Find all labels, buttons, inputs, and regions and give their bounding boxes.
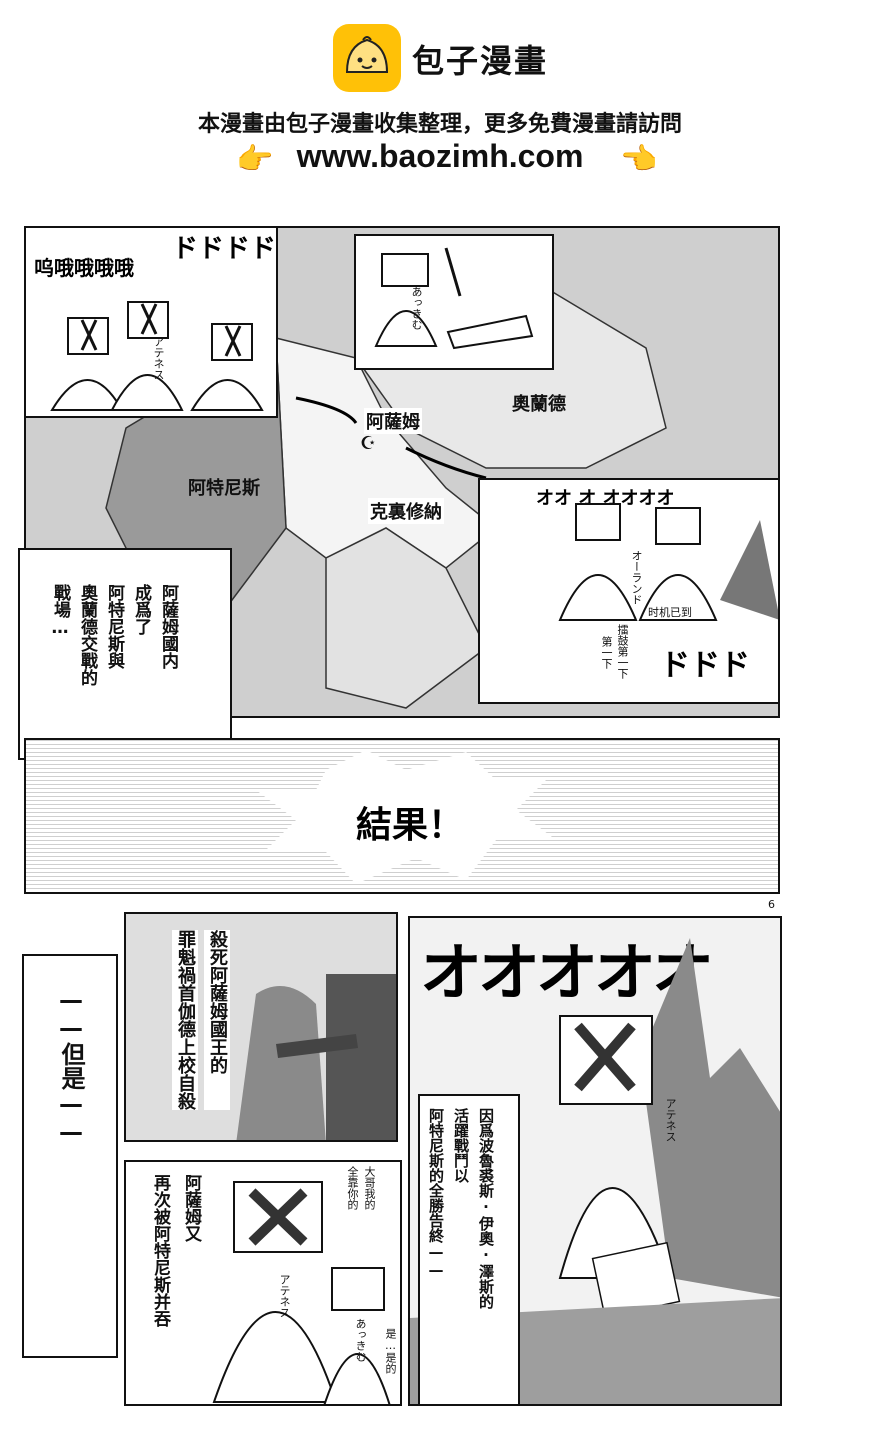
- victory-text: 因爲波魯裘斯·伊奧·澤斯的 活躍戰鬥以 阿特尼斯的全勝告終——: [426, 1108, 497, 1309]
- inset-br-timing: 时机已到: [648, 606, 692, 619]
- annex-line: 再次被阿特尼斯并吞: [150, 1174, 170, 1327]
- label-atenis: 阿特尼斯: [188, 478, 260, 499]
- logo-text[interactable]: 包子漫畫: [412, 42, 549, 80]
- sfx-dododo: ドドドド: [172, 234, 277, 264]
- narration-box-battlefield: 阿薩姆國内 成爲了 阿特尼斯與 奧蘭德交戰的 戰場…: [18, 548, 232, 760]
- inset-br-small1: 第一下: [600, 636, 613, 669]
- suicide-line: 罪魁禍首伽德上校自殺: [172, 930, 198, 1110]
- victory-line: 因爲波魯裘斯·伊奧·澤斯的: [477, 1108, 495, 1309]
- reply-line: 是…是的: [384, 1328, 397, 1374]
- inset-tl-name: アテネス: [152, 336, 165, 380]
- inset-assam-fallen: あっきむ: [354, 234, 554, 370]
- logo-icon[interactable]: [333, 24, 401, 92]
- bubble-line: 大哥我的: [363, 1166, 376, 1210]
- page-number: 6: [768, 898, 775, 911]
- site-notice: 本漫畫由包子漫畫收集整理，更多免費漫畫請訪問: [197, 112, 682, 137]
- victory-line: 阿特尼斯的全勝告終——: [427, 1108, 445, 1279]
- narration-victory: 因爲波魯裘斯·伊奧·澤斯的 活躍戰鬥以 阿特尼斯的全勝告終——: [418, 1094, 520, 1406]
- bubble-line: 全靠你的: [346, 1166, 359, 1210]
- pointing-hand-right-icon: 👉: [236, 142, 274, 177]
- panel-victory: オオオオオ アテネス: [408, 916, 782, 1406]
- sfx-oo: オオ オ オオオオ: [536, 488, 675, 509]
- panel-but: ——但是——: [22, 954, 118, 1358]
- inset-top-name: あっきむ: [410, 286, 423, 330]
- but-text: ——但是——: [57, 986, 85, 1146]
- suicide-text: 殺死阿薩姆國王的 罪魁禍首伽德上校自殺: [172, 930, 230, 1110]
- sfx-cry: 呜哦哦哦哦: [34, 256, 134, 280]
- big-sfx: オオオオオ: [420, 936, 714, 1009]
- suicide-line: 殺死阿薩姆國王的: [204, 930, 230, 1110]
- narration-line: 成爲了: [131, 584, 151, 635]
- inset-br-name: オーランド: [630, 550, 643, 605]
- annex-bubble: 大哥我的 全靠你的: [344, 1166, 377, 1210]
- narration-line: 戰場…: [50, 584, 70, 638]
- narration-battlefield-text: 阿薩姆國内 成爲了 阿特尼斯與 奧蘭德交戰的 戰場…: [48, 584, 181, 686]
- label-oland: 奧蘭德: [512, 394, 566, 415]
- result-panel: 結果！: [24, 738, 780, 894]
- inset-oland-army: オオ オ オオオオ オーランド 时机已到 第一下 擂鼓第一下 ドドド: [478, 478, 778, 704]
- sfx-dododo-2: ドドド: [660, 648, 750, 683]
- annex-line: 阿薩姆又: [181, 1174, 201, 1242]
- label-assam: 阿薩姆: [364, 408, 422, 434]
- assam-emblem-icon: ☪: [360, 433, 377, 454]
- panel-annex: 阿薩姆又 再次被阿特尼斯并吞 アテネス あっきむ 大哥我的 全靠你的 是…是的: [124, 1160, 402, 1406]
- inset-br-small2: 擂鼓第一下: [616, 624, 629, 679]
- narration-line: 阿特尼斯與: [104, 584, 124, 669]
- panel-colonel-suicide: 殺死阿薩姆國王的 罪魁禍首伽德上校自殺: [124, 912, 398, 1142]
- annex-text: 阿薩姆又 再次被阿特尼斯并吞: [148, 1174, 204, 1327]
- inset-atenis-army: 呜哦哦哦哦 ドドドド アテネス: [26, 228, 278, 418]
- pointing-hand-left-icon: 👈: [620, 142, 658, 177]
- victory-line: 活躍戰鬥以: [452, 1108, 470, 1183]
- narration-line: 奧蘭德交戰的: [77, 584, 97, 686]
- label-kesenar: 克裏修納: [368, 498, 444, 524]
- narration-line: 阿薩姆國内: [158, 584, 178, 669]
- annex-char2-name: あっきむ: [354, 1318, 367, 1362]
- annex-char1-name: アテネス: [278, 1274, 291, 1318]
- result-text: 結果！: [356, 805, 465, 846]
- site-url-link[interactable]: www.baozimh.com: [296, 138, 584, 174]
- victory-char-name: アテネス: [664, 1098, 677, 1142]
- map-panel: 阿薩姆 ☪ 奧蘭德 阿特尼斯 克裏修納 呜哦哦哦哦 ドドドド アテネス あっきむ: [24, 226, 780, 718]
- header: 包子漫畫 本漫畫由包子漫畫收集整理，更多免費漫畫請訪問 👉 www.baozim…: [0, 0, 880, 190]
- annex-reply: 是…是的: [382, 1328, 398, 1374]
